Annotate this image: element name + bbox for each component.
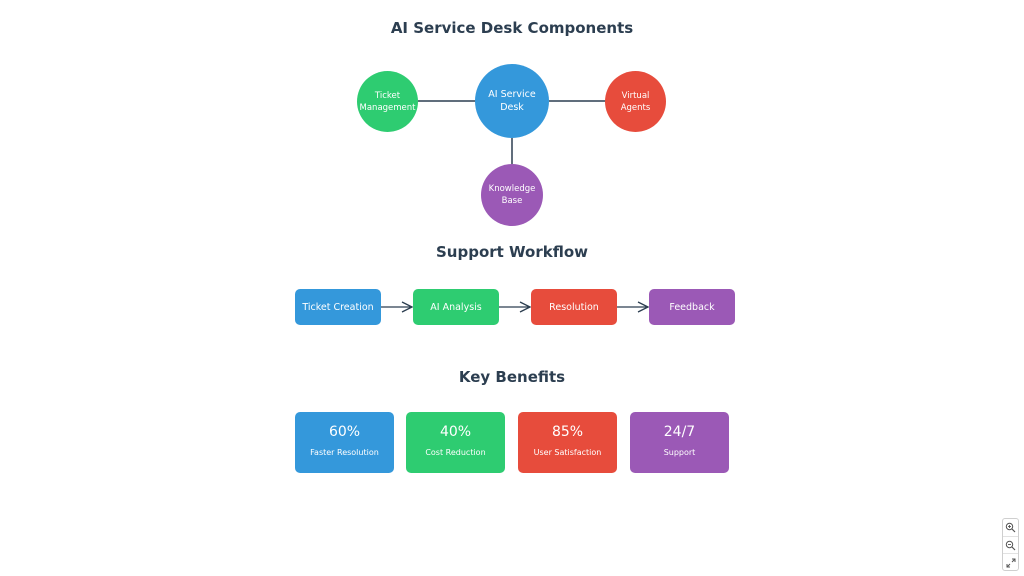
benefit-value: 85% [551, 424, 584, 440]
zoom-controls [1002, 518, 1019, 571]
benefit-card-support: 24/7 Support [630, 412, 729, 473]
node-knowledge-base-label: Knowledge Base [488, 184, 536, 206]
zoom-out-button[interactable] [1003, 536, 1018, 554]
workflow-step-label: Ticket Creation [302, 301, 374, 313]
benefit-card-cost-reduction: 40% Cost Reduction [406, 412, 505, 473]
benefit-card-faster-resolution: 60% Faster Resolution [295, 412, 394, 473]
benefit-label: Support [663, 448, 696, 457]
components-title: AI Service Desk Components [390, 19, 634, 37]
node-knowledge-base[interactable]: Knowledge Base [481, 164, 543, 226]
benefit-card-user-satisfaction: 85% User Satisfaction [518, 412, 617, 473]
node-ticket-management[interactable]: Ticket Management [357, 71, 418, 132]
node-ai-service-desk[interactable]: AI Service Desk [475, 64, 549, 138]
benefit-value: 60% [328, 424, 361, 440]
fit-view-button[interactable] [1003, 553, 1018, 571]
benefit-label: User Satisfaction [533, 448, 602, 457]
workflow-step-ticket-creation[interactable]: Ticket Creation [295, 289, 381, 325]
node-ticket-management-label: Ticket Management [359, 90, 416, 113]
zoom-in-icon [1005, 522, 1016, 533]
benefit-label: Cost Reduction [425, 448, 486, 457]
zoom-in-button[interactable] [1003, 519, 1018, 536]
workflow-step-label: Resolution [549, 301, 599, 313]
benefit-value: 40% [439, 424, 472, 440]
workflow-step-resolution[interactable]: Resolution [531, 289, 617, 325]
node-ai-service-desk-label: AI Service Desk [488, 89, 536, 113]
workflow-step-feedback[interactable]: Feedback [649, 289, 735, 325]
node-virtual-agents[interactable]: Virtual Agents [605, 71, 666, 132]
workflow-title: Support Workflow [435, 243, 589, 261]
workflow-step-ai-analysis[interactable]: AI Analysis [413, 289, 499, 325]
node-virtual-agents-label: Virtual Agents [620, 90, 651, 113]
benefit-value: 24/7 [663, 424, 696, 440]
zoom-out-icon [1005, 540, 1016, 551]
benefit-label: Faster Resolution [310, 448, 379, 457]
fit-view-icon [1006, 558, 1015, 567]
workflow-step-label: Feedback [669, 301, 715, 313]
workflow-step-label: AI Analysis [430, 301, 482, 313]
benefits-title: Key Benefits [458, 368, 566, 386]
